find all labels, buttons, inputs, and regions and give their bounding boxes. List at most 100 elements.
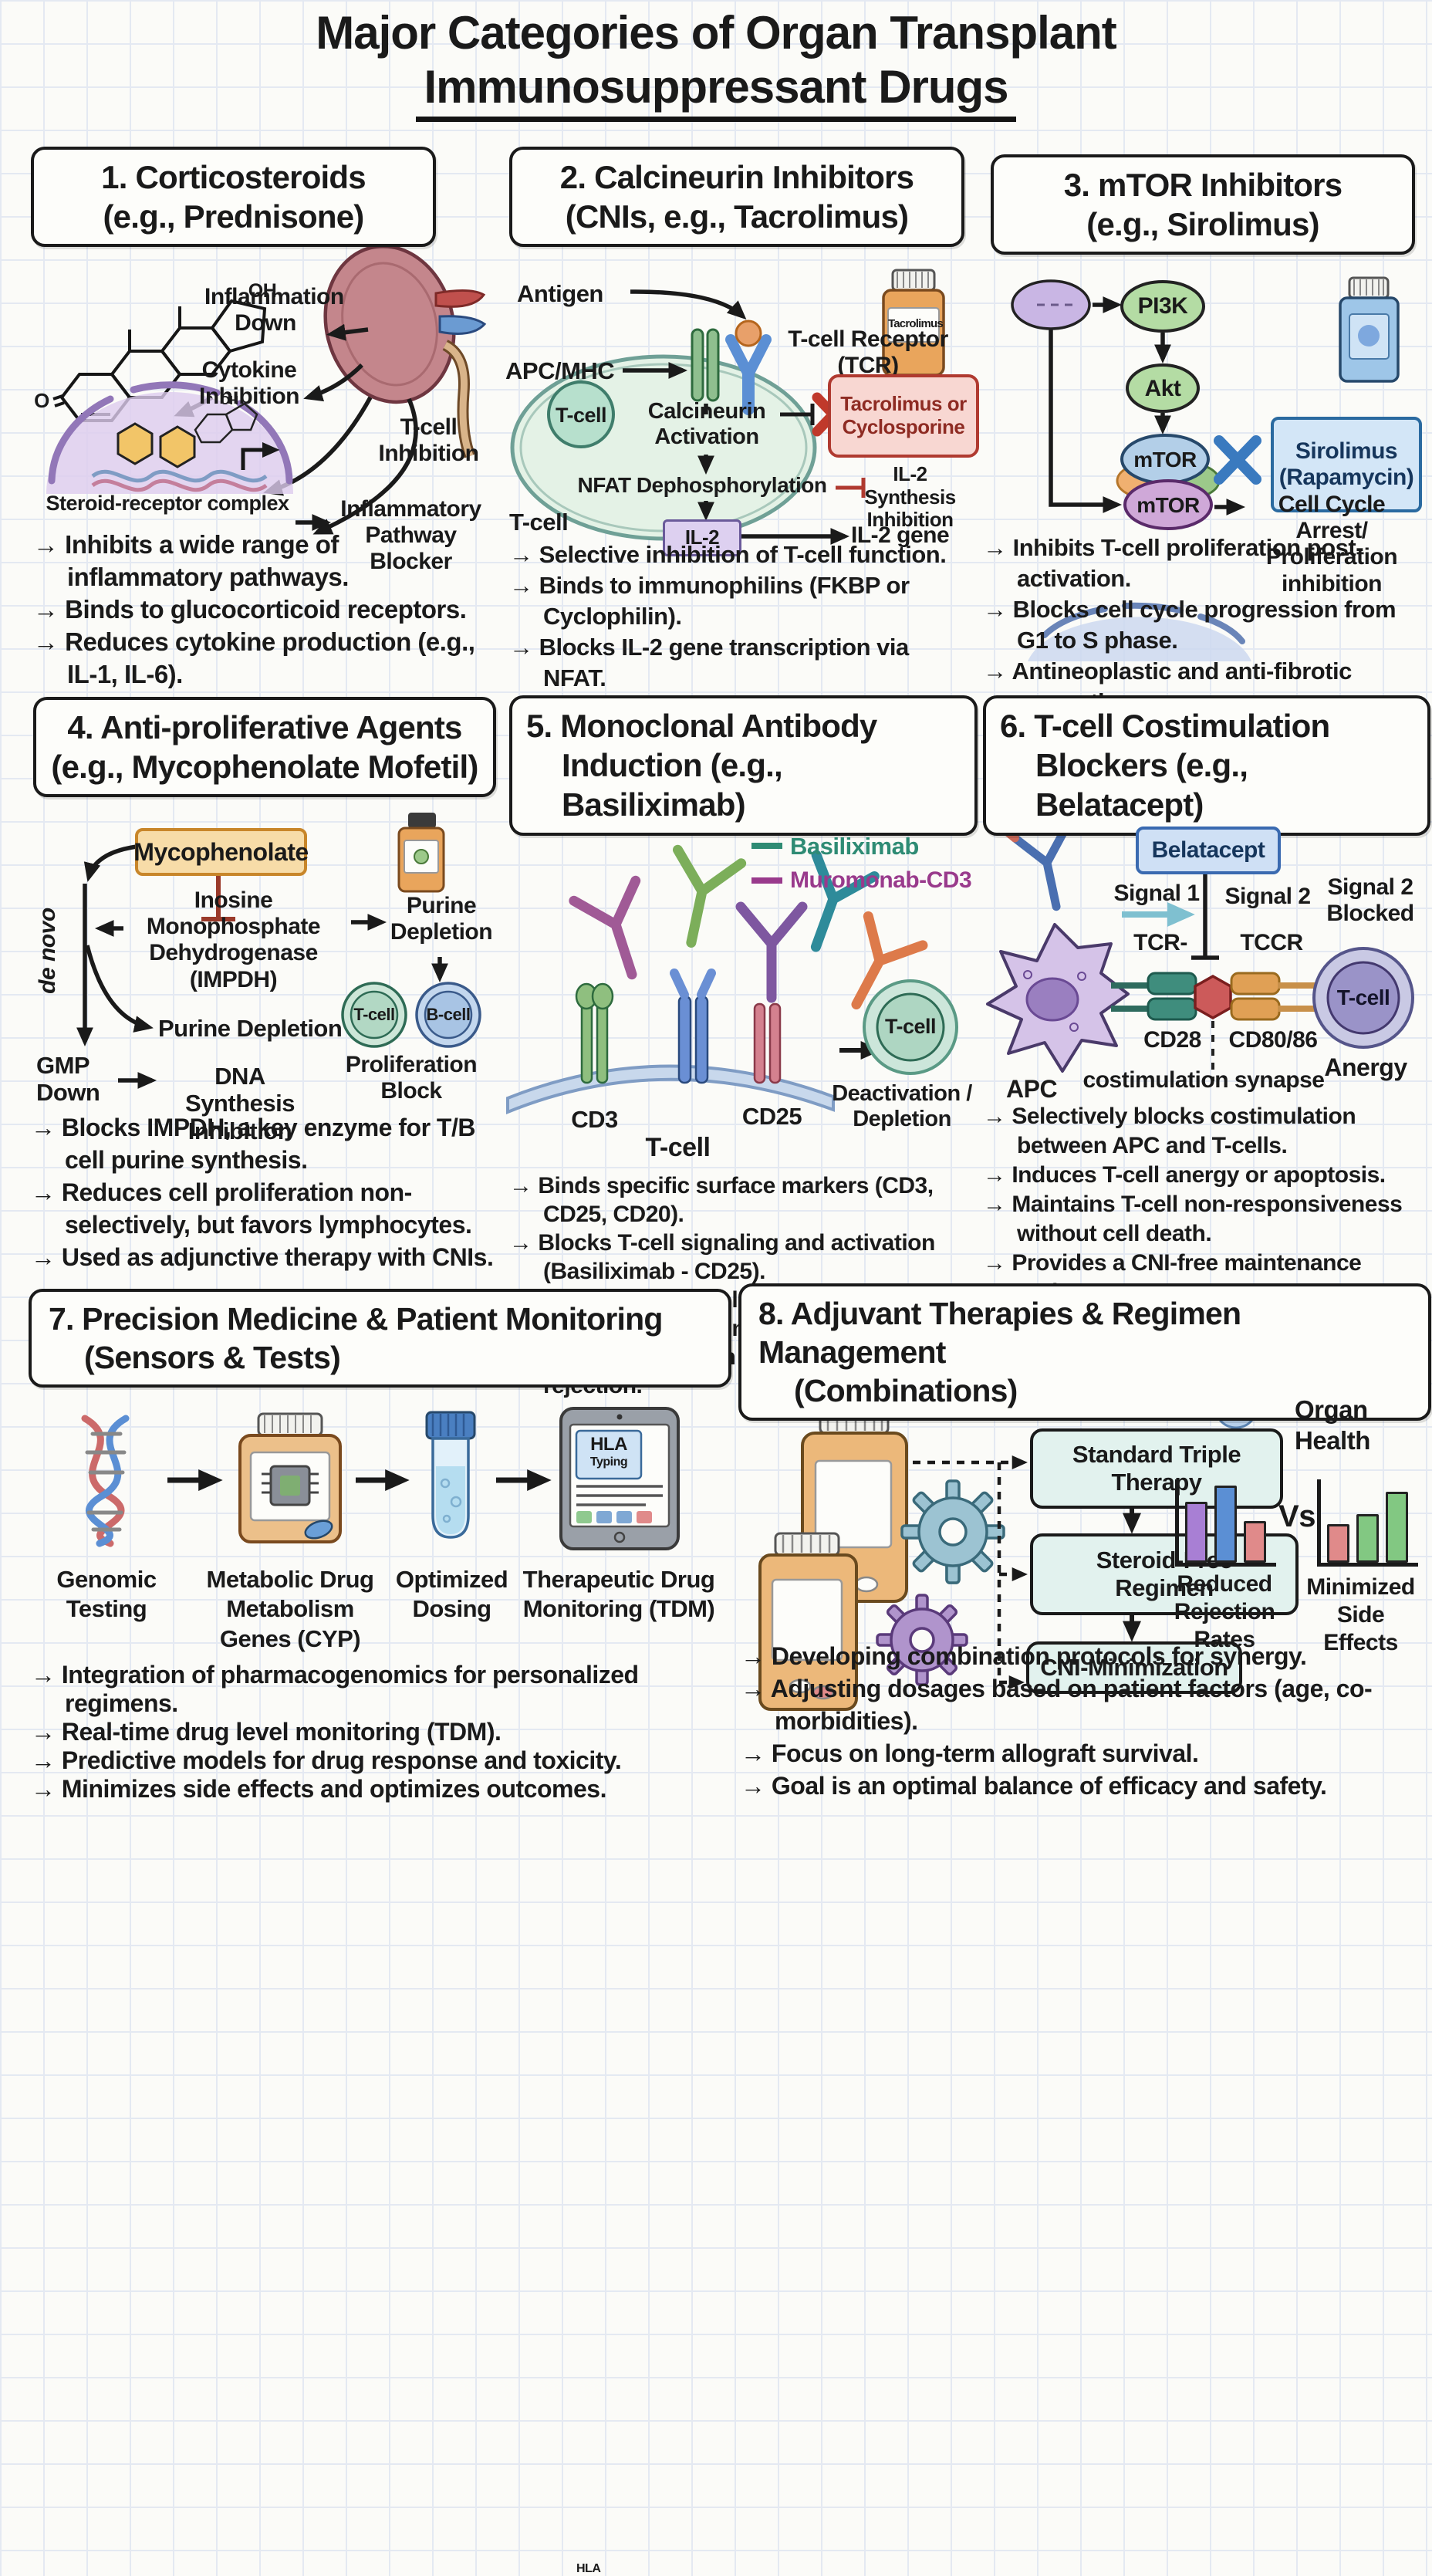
tcell-membrane-label: T-cell: [645, 1133, 711, 1162]
title-line1: Major Categories of Organ Transplant: [316, 7, 1117, 59]
hla-screen-label: HLA: [590, 1434, 627, 1455]
akt-label: Akt: [1144, 376, 1181, 401]
tccr-label: TCCR: [1240, 930, 1303, 955]
steroid-hexagon: [117, 422, 154, 465]
section7-title: 7. Precision Medicine & Patient Monitori…: [49, 1301, 663, 1337]
nucleus-dome: [46, 381, 293, 494]
mtor2-label: mTOR: [1136, 493, 1200, 517]
reduced-rejection-chart: [1175, 1479, 1276, 1567]
il2-gene-label: IL-2 gene: [851, 522, 950, 548]
arrows: [76, 844, 448, 1089]
test-tube-icon: [425, 1411, 476, 1539]
minimized-side-effects-label: Minimized Side Effects: [1306, 1574, 1415, 1655]
bullet: → Binds to immunophilins (FKBP or Cyclop…: [509, 572, 910, 630]
bullet: → Binds to glucocorticoid receptors.: [33, 595, 467, 624]
bullet: → Reduces cytokine production (e.g., IL-…: [33, 627, 475, 688]
dna-synthesis-label: DNA Synthesis Inhibition: [185, 1063, 295, 1144]
apc-mhc-label: APC/MHC: [505, 357, 615, 384]
section8-bullets: → Developing combination protocols for s…: [741, 1640, 1420, 1802]
bullet: → Adjusting dosages based on patient fac…: [741, 1675, 1373, 1735]
section5-subtitle: Induction (e.g., Basiliximab): [562, 747, 783, 823]
cell-cycle-arrest-label: Cell Cycle Arrest/ Proliferation inhibit…: [1265, 492, 1398, 597]
bullet: → Minimizes side effects and optimizes o…: [31, 1775, 606, 1803]
b-cell-icon: [415, 982, 481, 1048]
bullet: → Blocks T-cell signaling and activation…: [509, 1230, 935, 1284]
dna-helix-icon: [91, 469, 268, 483]
pi3k-label: PI3K: [1137, 293, 1188, 319]
section6-header: 6. T-cell Costimulation Blockers (e.g., …: [983, 695, 1430, 836]
oh2-label: OH: [220, 394, 239, 407]
pathway-blocker-label: Inflammatory Pathway Blocker: [340, 496, 481, 575]
chart-bar: [1327, 1524, 1349, 1563]
bullet: → Real-time drug level monitoring (TDM).: [31, 1718, 502, 1746]
section2-subtitle: (CNIs, e.g., Tacrolimus): [565, 198, 909, 235]
section7-bullets: → Integration of pharmacogenomics for pe…: [31, 1661, 718, 1804]
proliferation-block-label: Proliferation Block: [345, 1052, 478, 1104]
muromonab-legend: Muromonab-CD3: [790, 867, 972, 893]
bullet: → Selective inhibition of T-cell functio…: [509, 541, 947, 568]
section2-header: 2. Calcineurin Inhibitors (CNIs, e.g., T…: [509, 147, 964, 248]
tcell-small-label: T-cell: [555, 404, 607, 427]
signal2-blocked-label: Signal 2 Blocked: [1326, 874, 1414, 927]
bullet: → Focus on long-term allograft survival.: [741, 1739, 1199, 1767]
hla-label: HLA: [576, 2562, 601, 2575]
mycophenolate-box: Mycophenolate: [133, 828, 309, 876]
bcell-circle-label: B-cell: [426, 1005, 471, 1024]
section5-title: 5. Monoclonal Antibody: [526, 708, 877, 744]
section6-bullets: → Selectively blocks costimulation betwe…: [983, 1102, 1417, 1307]
promoter-arrow: [241, 442, 280, 470]
optimized-dosing-label: Optimized Dosing: [395, 1566, 508, 1623]
cd3-label: CD3: [571, 1106, 618, 1133]
metabolic-label: Metabolic Drug Metabolism Genes (CYP): [206, 1566, 374, 1652]
gear-icon: [900, 1479, 1005, 1584]
tcell-bottom-label: T-cell: [509, 509, 569, 536]
apc-label: APC: [1006, 1075, 1058, 1103]
bullet: → Reduces cell proliferation non-selecti…: [31, 1178, 472, 1239]
nfat-label: NFAT Dephosphorylation: [577, 473, 827, 497]
bullet: → Binds specific surface markers (CD3, C…: [509, 1173, 934, 1227]
section-precision-medicine: 7. Precision Medicine & Patient Monitori…: [19, 1281, 731, 2575]
bullet: → Predictive models for drug response an…: [31, 1746, 622, 1774]
bullet: → Maintains T-cell non-responsiveness wi…: [983, 1192, 1403, 1246]
bullet: → Induces T-cell anergy or apoptosis.: [983, 1162, 1386, 1188]
cd3-receptor-icon: [575, 982, 614, 1084]
arrows: [1049, 296, 1246, 516]
blue-x-icon: [1214, 435, 1261, 485]
section3-header: 3. mTOR Inhibitors (e.g., Sirolimus): [991, 154, 1415, 255]
cytokine-inhibition-label: Cytokine Inhibition: [199, 357, 299, 410]
purine-depletion-center-label: Purine Depletion: [158, 1015, 343, 1042]
dashed-connectors: [913, 1455, 1028, 1689]
antiproliferative-diagram: [76, 813, 481, 1089]
section3-title: 3. mTOR Inhibitors: [1063, 167, 1342, 203]
section1-header: 1. Corticosteroids (e.g., Prednisone): [31, 147, 436, 248]
mtor-diagram: [1011, 276, 1400, 661]
antibody-icon: [569, 844, 928, 1010]
minimized-side-effects-chart: [1317, 1479, 1418, 1567]
section6-subtitle: Blockers (e.g., Belatacept): [1035, 747, 1248, 823]
steroid-receptor-complex-label: Steroid-receptor complex: [46, 492, 289, 515]
section-corticosteroids: 1. Corticosteroids (e.g., Prednisone) OH…: [19, 143, 498, 721]
cd25-receptor-icon: [753, 1002, 782, 1084]
bullet: → Selectively blocks costimulation betwe…: [983, 1104, 1356, 1158]
mtor1-label: mTOR: [1133, 448, 1197, 472]
bullet: → Inhibits T-cell proliferation post-act…: [983, 534, 1364, 592]
chart-bar: [1386, 1492, 1408, 1563]
precision-diagram: [81, 1407, 680, 1550]
t-cell-receptor-icon: [691, 319, 772, 415]
bullet: → Developing combination protocols for s…: [741, 1642, 1307, 1670]
purine-depletion-right-label: Purine Depletion: [390, 893, 493, 945]
section-antiproliferative: 4. Anti-proliferative Agents (e.g., Myco…: [19, 691, 499, 1281]
bullet: → Blocks IMPDH, a key enzyme for T/B cel…: [31, 1114, 475, 1174]
cd28-receptor-icon: [1111, 972, 1197, 1021]
section-adjuvant-therapies: 8. Adjuvant Therapies & Regimen Manageme…: [729, 1277, 1431, 1800]
section2-title: 2. Calcineurin Inhibitors: [559, 159, 914, 195]
t-cell-icon: [863, 979, 958, 1075]
tcell-circle-label: T-cell: [353, 1005, 395, 1024]
inflammation-down-label: Inflammation Down: [204, 284, 344, 336]
impdh-label: Inosine Monophosphate Dehydrogenase (IMP…: [146, 887, 321, 992]
section8-header: 8. Adjuvant Therapies & Regimen Manageme…: [738, 1283, 1431, 1422]
standard-triple-therapy-box: Standard Triple Therapy: [1030, 1428, 1283, 1509]
cd28-label: CD28: [1143, 1027, 1201, 1053]
reduced-rejection-label: Reduced Rejection Rates: [1174, 1571, 1275, 1652]
tdm-label: Therapeutic Drug Monitoring (TDM): [522, 1566, 715, 1623]
